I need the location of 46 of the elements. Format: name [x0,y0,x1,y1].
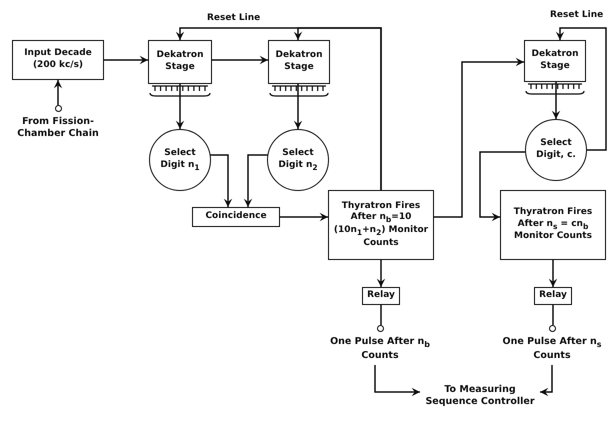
connector-line [552,305,554,325]
connector-line [104,56,148,64]
process-box [500,190,606,260]
connector-line [374,365,420,396]
process-box [534,287,572,305]
connector-line [294,27,382,190]
connector-line [479,151,526,222]
node-text: One Pulse After n$_{b}$ Counts [329,336,431,363]
node-text: From Fission- Chamber Chain [16,116,100,141]
node-text: One Pulse After n$_{s}$ Counts [502,336,602,363]
node-text: Dekatron Stage [530,49,580,73]
connector-line [434,58,524,218]
connector-line [294,84,302,129]
connector-line [540,365,553,396]
node-text: Thyratron Fires After n$_{s}$ = cn$_{b}$ Monitor Counts [512,207,594,243]
node-text: Select Digit, c. [535,138,577,162]
line-label: Reset Line [207,13,260,23]
connector-line [380,305,382,325]
process-box [362,287,400,305]
connector-line [556,27,607,151]
connector-line [176,84,184,129]
connector-line [244,154,268,207]
process-box [268,40,330,84]
connector-line [376,260,386,287]
process-box [328,190,434,260]
node-text: Select Digit n$_{1}$ [159,148,201,172]
node-text: Thyratron Fires After n$_{b}$=10 (10n$_{1}$+n$_{2}$) Monitor Counts [332,200,430,250]
line-label: Reset Line [550,10,604,20]
node-text: Relay [539,290,567,302]
process-box [524,40,586,82]
process-box [148,40,212,84]
connector-line [548,260,558,287]
process-box [192,207,280,227]
node-text: Coincidence [205,211,267,223]
node-text: Input Decade (200 kc/s) [23,48,93,72]
connector-line [280,212,328,222]
connector-line [212,56,268,64]
node-text: Dekatron Stage [274,50,324,74]
connector-line [552,82,560,119]
node-text: To Measuring Sequence Controller [424,384,536,408]
node-text: Relay [367,290,395,302]
node-text: Dekatron Stage [156,50,204,74]
process-box [12,40,104,80]
connector-line [54,80,62,105]
connector-line [210,154,232,207]
node-text: Select Digit n$_{2}$ [277,148,319,172]
